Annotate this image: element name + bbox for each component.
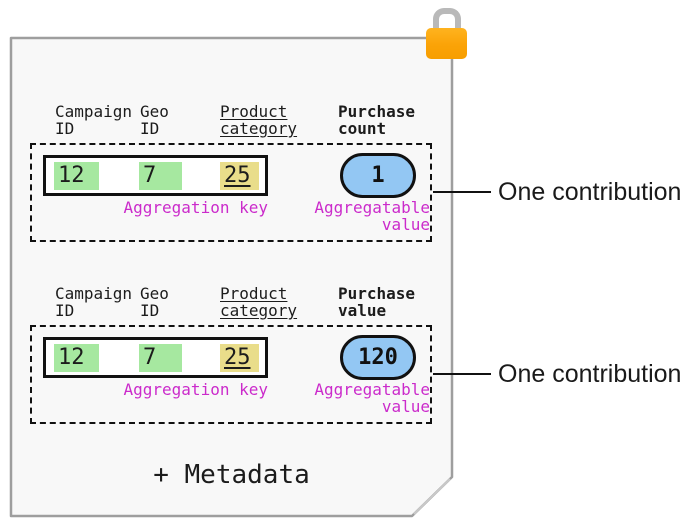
aggregatable-value-pill: 120 [340, 335, 416, 380]
label-line: Aggregatable [314, 198, 430, 217]
aggregation-key-label: Aggregation key [123, 198, 269, 217]
column-header-geo-id: Geo ID [140, 103, 169, 137]
lock-shackle [433, 8, 461, 34]
contribution-boundary [30, 325, 432, 424]
column-header-purchase-count: Purchase count [338, 103, 415, 137]
contribution-boundary [30, 143, 432, 242]
key-cell-geo-id: 7 [139, 344, 182, 372]
column-header-product-category: Product category [220, 285, 297, 319]
contribution-section-count: Campaign ID Geo ID Product category Purc… [0, 95, 700, 265]
header-line: ID [140, 119, 160, 138]
header-line: category [220, 119, 298, 138]
aggregation-key-label: Aggregation key [123, 380, 269, 399]
header-line: count [338, 119, 387, 138]
aggregatable-value-label: Aggregatable value [290, 381, 430, 415]
lock-icon [426, 7, 467, 59]
header-line: Purchase [338, 102, 416, 121]
label-line: value [381, 397, 430, 416]
header-line: Geo [140, 284, 169, 303]
key-cell-campaign-id: 12 [54, 162, 99, 190]
label-line: value [381, 215, 430, 234]
key-cell-product-category: 25 [220, 162, 259, 190]
column-header-campaign-id: Campaign ID [55, 103, 132, 137]
header-line: Product [220, 284, 288, 303]
header-line: Purchase [338, 284, 416, 303]
column-header-product-category: Product category [220, 103, 297, 137]
header-line: value [338, 301, 387, 320]
header-line: ID [55, 119, 75, 138]
header-line: Campaign [55, 102, 133, 121]
one-contribution-annotation: One contribution [498, 178, 682, 206]
header-line: Campaign [55, 284, 133, 303]
header-line: Product [220, 102, 288, 121]
one-contribution-annotation: One contribution [498, 360, 682, 388]
header-line: Geo [140, 102, 169, 121]
annotation-connector-line [433, 373, 491, 375]
header-line: ID [140, 301, 160, 320]
column-header-campaign-id: Campaign ID [55, 285, 132, 319]
aggregation-key-box: 12 7 25 [43, 337, 268, 378]
aggregatable-value-pill: 1 [340, 153, 416, 198]
metadata-label: + Metadata [153, 460, 310, 490]
label-line: Aggregatable [314, 380, 430, 399]
header-line: ID [55, 301, 75, 320]
column-header-purchase-value: Purchase value [338, 285, 415, 319]
aggregation-key-box: 12 7 25 [43, 155, 268, 196]
annotation-connector-line [433, 191, 491, 193]
key-cell-geo-id: 7 [139, 162, 182, 190]
aggregatable-value-label: Aggregatable value [290, 199, 430, 233]
key-cell-campaign-id: 12 [54, 344, 99, 372]
column-header-geo-id: Geo ID [140, 285, 169, 319]
lock-body [426, 28, 467, 59]
contribution-section-value: Campaign ID Geo ID Product category Purc… [0, 277, 700, 447]
key-cell-product-category: 25 [220, 344, 259, 372]
page-fold-edge [413, 478, 451, 515]
header-line: category [220, 301, 298, 320]
